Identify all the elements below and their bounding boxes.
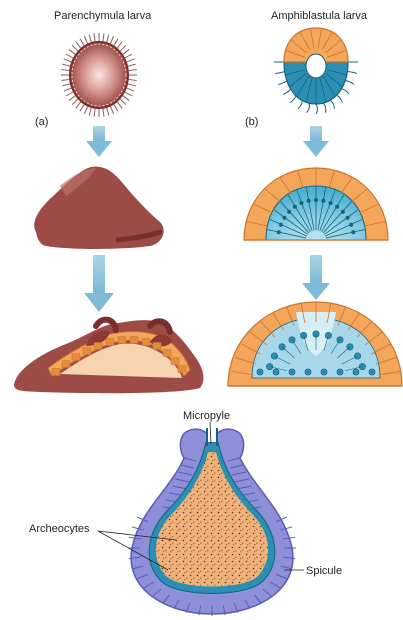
settled-larva <box>34 167 163 250</box>
settled-larva-b <box>244 168 388 240</box>
arrow-down-b1 <box>303 126 329 157</box>
arrow-down-a1 <box>86 126 112 157</box>
young-sponge-a <box>14 320 203 394</box>
arrow-down-b2 <box>302 255 330 300</box>
young-sponge-b <box>228 302 402 386</box>
amphiblastula-larva <box>274 28 358 114</box>
parenchymula-larva <box>61 33 137 117</box>
gemmule <box>128 428 296 616</box>
arrow-down-a2 <box>84 255 114 312</box>
